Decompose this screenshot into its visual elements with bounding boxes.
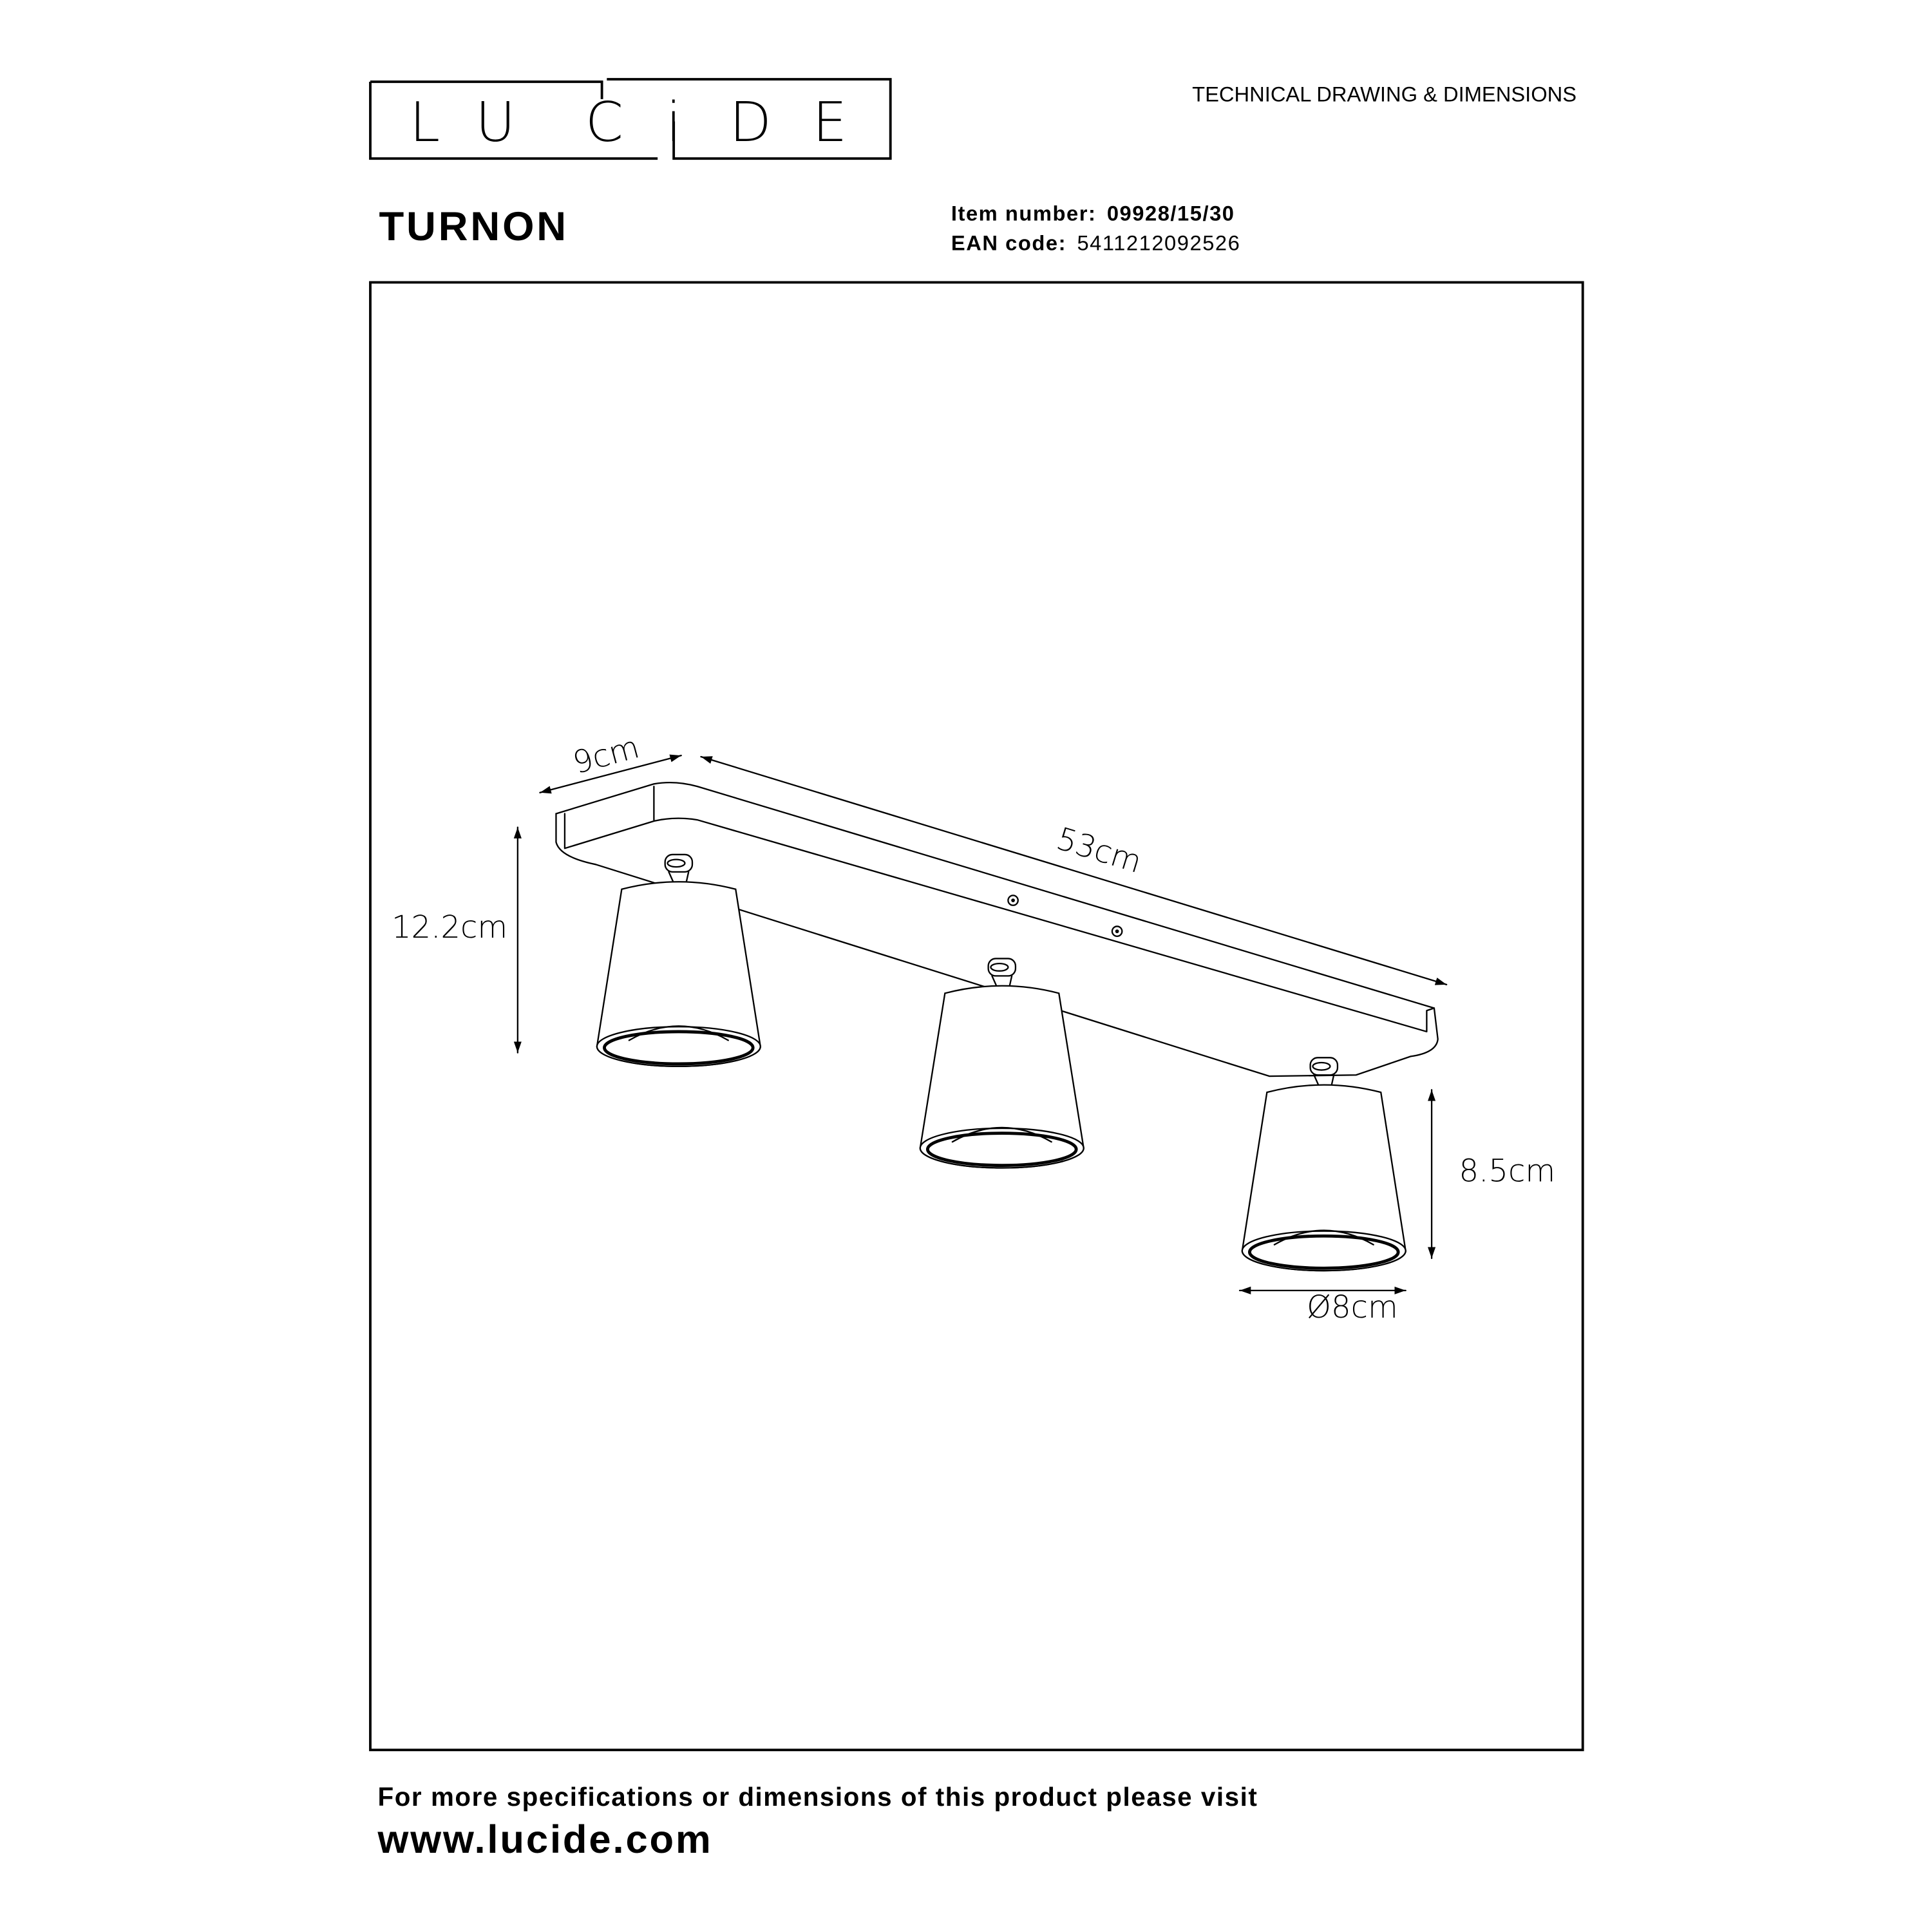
logo-letter: L	[410, 90, 440, 154]
logo-letter: D	[730, 90, 772, 154]
spotlight	[1241, 1057, 1406, 1272]
depth-label: 9cm	[569, 729, 643, 781]
footer-note: For more specifications or dimensions of…	[378, 1782, 1258, 1812]
length-dimension-arrow	[700, 755, 1448, 985]
drawing-frame	[369, 281, 1584, 1752]
ean-label: EAN code:	[951, 231, 1066, 254]
shade-height-label: 8.5cm	[1459, 1153, 1556, 1189]
lucide-logo: L U C i D E	[369, 78, 892, 160]
logo-letter: E	[813, 90, 847, 154]
svg-text:EAN code: 5411212092526: EAN code: 5411212092526	[951, 231, 1240, 254]
website-link[interactable]: www.lucide.com	[377, 1817, 713, 1862]
logo-letter: C	[585, 90, 623, 154]
item-number-label: Item number:	[951, 201, 1097, 225]
depth-dimension-arrow	[539, 754, 682, 794]
ean-code: 5411212092526	[1077, 231, 1240, 254]
document-type: TECHNICAL DRAWING & DIMENSIONS	[1192, 82, 1577, 106]
svg-text:Item number: 09928/15/30: Item number: 09928/15/30	[951, 201, 1235, 225]
logo-letter: U	[475, 90, 515, 154]
length-label: 53cm	[1052, 820, 1146, 880]
total-height-label: 12.2cm	[392, 909, 507, 945]
dimension-lines	[513, 754, 1448, 1294]
spotlight	[919, 958, 1084, 1169]
product-name: TURNON	[379, 204, 569, 249]
shade-diameter-label: Ø8cm	[1307, 1289, 1398, 1325]
logo-letter: i	[666, 90, 681, 154]
item-number: 09928/15/30	[1107, 201, 1235, 225]
